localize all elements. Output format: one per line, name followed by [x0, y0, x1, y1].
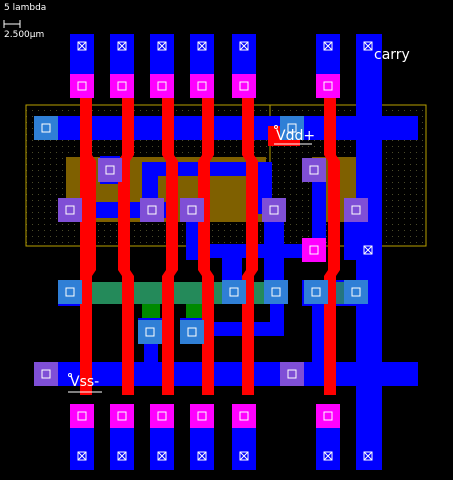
pdiff-contact-cuts: [41, 165, 361, 379]
diff-contacts: [34, 116, 368, 344]
net-label-carry: carry: [374, 47, 410, 63]
poly-layer: [80, 92, 340, 395]
poly-contacts: [70, 74, 340, 428]
scale-lambda-label: 5 lambda: [4, 3, 47, 13]
poly-contact-cuts: [77, 81, 333, 421]
net-label-vdd: Vdd+: [276, 128, 316, 144]
pdiff-contacts: [34, 158, 368, 386]
scale-unit-label: 2.500µm: [4, 30, 45, 40]
label-markers: [68, 125, 312, 393]
via-marks: [77, 41, 373, 461]
diff-contact-cuts: [41, 123, 361, 337]
net-label-vss: Vss-: [70, 374, 100, 390]
scale-bar: [3, 20, 21, 28]
